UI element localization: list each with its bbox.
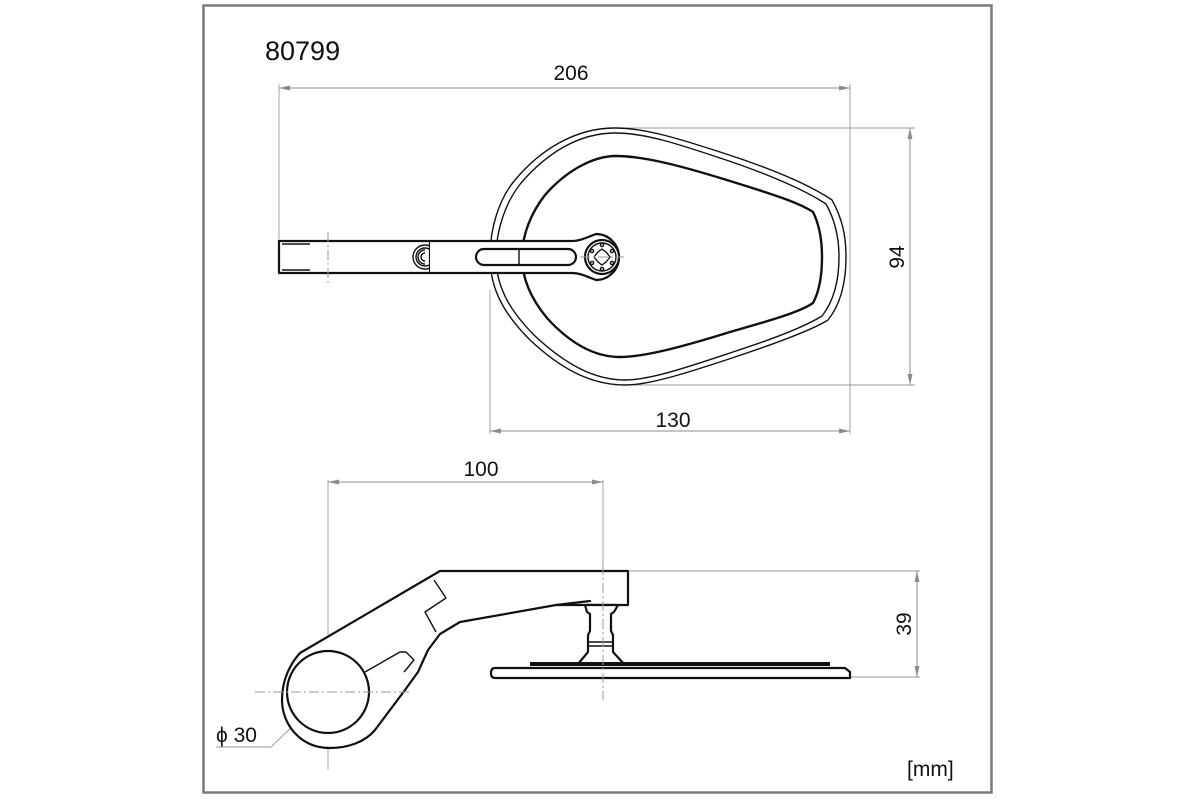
mirror-arm-top bbox=[277, 232, 621, 282]
dimension-100-label: 100 bbox=[463, 458, 498, 481]
dimension-overall-height: 39 bbox=[893, 571, 920, 677]
dimension-phi30-label: ϕ 30 bbox=[216, 724, 257, 747]
dimension-94-label: 94 bbox=[886, 245, 909, 269]
part-number-label: 80799 bbox=[265, 36, 340, 66]
side-view: 100 39 ϕ 30 bbox=[216, 458, 920, 770]
dimension-mirror-height: 94 bbox=[886, 128, 913, 385]
dimension-130-label: 130 bbox=[655, 409, 690, 432]
mirror-housing bbox=[489, 127, 847, 386]
dimension-mirror-width: 130 bbox=[490, 409, 850, 434]
dimension-overall-length: 206 bbox=[279, 62, 850, 91]
dimension-206-label: 206 bbox=[553, 62, 588, 85]
dimension-arm-reach: 100 bbox=[328, 458, 603, 485]
mirror-arm-side bbox=[280, 569, 852, 750]
units-label: [mm] bbox=[907, 758, 954, 781]
drawing-frame bbox=[202, 4, 993, 794]
top-view: 206 130 94 bbox=[277, 62, 915, 434]
dimension-39-label: 39 bbox=[893, 612, 916, 635]
dimension-clamp-diameter: ϕ 30 bbox=[216, 722, 297, 748]
